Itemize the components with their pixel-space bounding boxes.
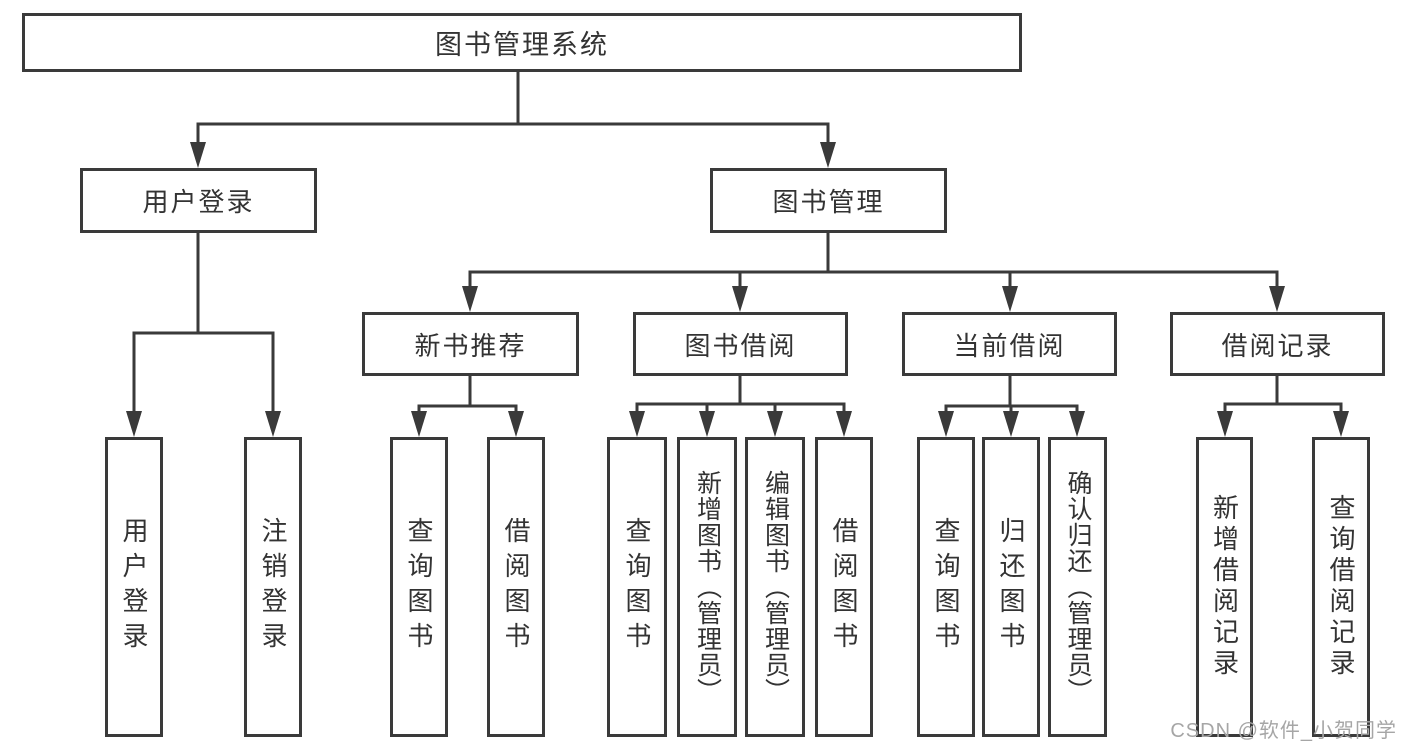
node-query-borrow-record: 查询借阅记录: [1312, 437, 1370, 737]
node-book-borrowing: 图书借阅: [633, 312, 848, 376]
connector-book-borrowing-group: [635, 376, 846, 422]
node-current-borrowing: 当前借阅: [902, 312, 1117, 376]
connector-root-to-level2: [196, 72, 830, 152]
node-query-books-borrowing: 查询图书: [607, 437, 667, 737]
arrowhead-down: [126, 411, 142, 437]
node-borrow-books-recommend: 借阅图书: [487, 437, 545, 737]
arrowhead-down: [629, 411, 645, 437]
arrowhead-down: [938, 411, 954, 437]
arrowhead-down: [1002, 286, 1018, 312]
node-add-borrow-record: 新增借阅记录: [1196, 437, 1253, 737]
node-return-books: 归还图书: [982, 437, 1040, 737]
node-borrowing-records: 借阅记录: [1170, 312, 1385, 376]
node-book-management: 图书管理: [710, 168, 947, 233]
csdn-watermark: CSDN @软件_小贺同学: [1170, 720, 1397, 742]
arrowhead-down: [732, 286, 748, 312]
connector-new-book-group: [417, 376, 518, 422]
node-add-books-admin: 新增图书（管理员）: [677, 437, 737, 737]
node-user-login-leaf: 用户登录: [105, 437, 163, 737]
node-query-books-recommend: 查询图书: [390, 437, 448, 737]
arrowhead-down: [462, 286, 478, 312]
arrowhead-down: [1069, 411, 1085, 437]
node-library-management-system: 图书管理系统: [22, 13, 1022, 72]
arrowhead-down: [1003, 411, 1019, 437]
arrowhead-down: [190, 142, 206, 168]
node-logout-leaf: 注销登录: [244, 437, 302, 737]
arrowhead-down: [1269, 286, 1285, 312]
arrowhead-down: [1217, 411, 1233, 437]
arrowhead-down: [508, 411, 524, 437]
connector-book-management-branch: [468, 233, 1279, 296]
node-borrow-books-borrowing: 借阅图书: [815, 437, 873, 737]
node-edit-books-admin: 编辑图书（管理员）: [745, 437, 805, 737]
arrowhead-down: [699, 411, 715, 437]
connector-user-login-branch: [132, 233, 275, 420]
arrowhead-down: [820, 142, 836, 168]
connector-borrowing-records-group: [1223, 376, 1343, 422]
arrowhead-down: [1333, 411, 1349, 437]
node-new-book-recommend: 新书推荐: [362, 312, 579, 376]
arrowhead-down: [265, 411, 281, 437]
node-user-login: 用户登录: [80, 168, 317, 233]
node-query-books-current: 查询图书: [917, 437, 975, 737]
node-confirm-return-admin: 确认归还（管理员）: [1048, 437, 1107, 737]
arrowhead-down: [411, 411, 427, 437]
arrowhead-down: [836, 411, 852, 437]
arrowhead-down: [767, 411, 783, 437]
